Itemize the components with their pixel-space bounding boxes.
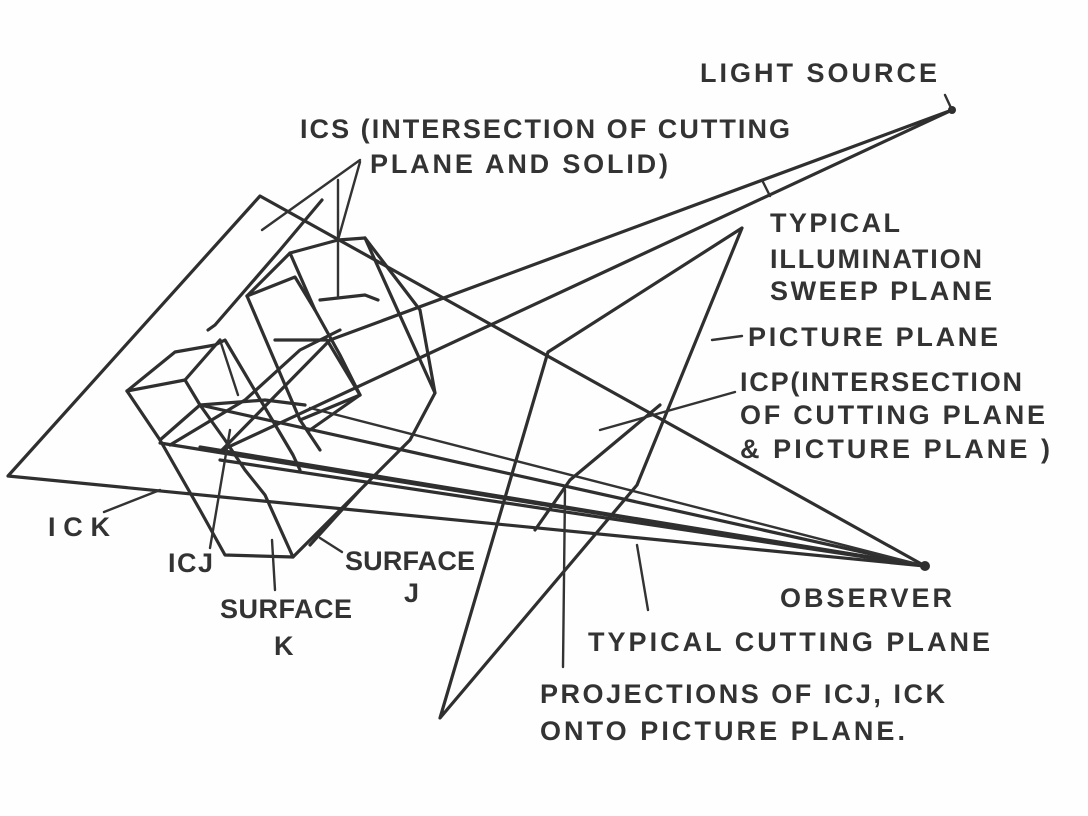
label-surface-k-line1: SURFACE [220,594,352,624]
label-ick: ICK [48,512,111,542]
label-sweep-line1: TYPICAL [770,208,900,238]
label-icp-line2: OF CUTTING PLANE [740,400,1045,430]
label-surface-j-line1: SURFACE [345,546,475,576]
labels: LIGHT SOURCE ICS (INTERSECTION OF CUTTIN… [48,58,1050,746]
label-projections-line2: ONTO PICTURE PLANE. [540,716,905,746]
label-observer: OBSERVER [780,583,952,613]
label-sweep-line2: ILLUMINATION [770,244,982,274]
label-icp-line1: ICP(INTERSECTION [740,367,1022,397]
label-surface-j-line2: J [404,578,419,608]
label-surface-k-line2: K [274,631,294,661]
picture-plane [438,226,744,720]
label-projections-line1: PROJECTIONS OF ICJ, ICK [540,679,946,709]
solid [125,178,437,559]
label-ics-line2: PLANE AND SOLID) [370,149,668,179]
label-sweep-line3: SWEEP PLANE [770,276,992,306]
label-ics-line1: ICS (INTERSECTION OF CUTTING [300,114,790,144]
sight-lines [158,403,930,571]
observer-point [920,561,930,571]
leader-lines [102,93,954,669]
label-cutting-plane: TYPICAL CUTTING PLANE [588,627,990,657]
label-light-source: LIGHT SOURCE [700,58,937,88]
label-icp-line3: & PICTURE PLANE ) [740,434,1050,464]
label-icj: ICJ [168,548,213,578]
label-picture-plane: PICTURE PLANE [748,322,998,352]
cutting-plane [6,194,927,568]
